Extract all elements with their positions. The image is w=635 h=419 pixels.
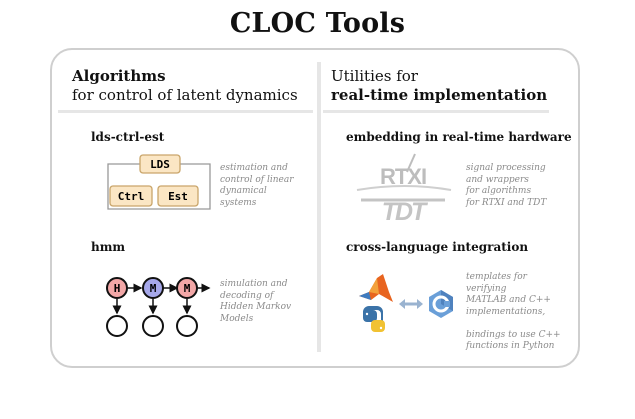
feedback-loop-line xyxy=(107,163,211,210)
section-title-cross-language: cross-language integration xyxy=(346,240,529,254)
right-column-heading: Utilities for real-time implementation xyxy=(331,67,547,105)
hmm-node-m2 xyxy=(176,277,198,299)
desc-line: control of linear xyxy=(220,174,294,185)
cross-language-description: templates for verifying MATLAB and C++ i… xyxy=(466,272,561,353)
desc-line: Models xyxy=(220,313,254,324)
desc-line: for RTXI and TDT xyxy=(466,197,547,208)
hmm-node-h-label: H xyxy=(114,282,121,295)
hmm-node-m1-label: M xyxy=(150,282,157,295)
rtxi-logo-swoosh xyxy=(406,153,416,173)
page-title: CLOC Tools xyxy=(229,8,406,39)
ctrl-box xyxy=(109,185,153,207)
ctrl-box-label: Ctrl xyxy=(118,190,145,203)
desc-line: decoding of xyxy=(220,290,274,301)
desc-line: signal processing xyxy=(466,163,546,173)
desc-line: simulation and xyxy=(220,279,288,289)
desc-line: MATLAB and C++ xyxy=(466,295,551,305)
section-title-embedding: embedding in real-time hardware xyxy=(346,130,572,144)
lds-ctrl-est-description: estimation and control of linear dynamic… xyxy=(220,163,294,209)
desc-line: for algorithms xyxy=(466,186,532,196)
matlab-icon xyxy=(359,274,393,302)
desc-line: systems xyxy=(220,197,257,208)
desc-line: implementations, xyxy=(466,306,546,317)
right-heading-sub: Utilities for xyxy=(331,67,418,85)
desc-line: Hidden Markov xyxy=(220,302,292,312)
left-header-divider xyxy=(58,110,313,113)
desc-line: dynamical xyxy=(220,186,267,196)
lds-box xyxy=(139,154,181,174)
desc-line: templates for xyxy=(466,272,527,282)
section-title-hmm: hmm xyxy=(91,240,126,254)
hmm-diagram: H M M xyxy=(106,277,211,337)
est-box xyxy=(157,185,199,207)
bidirectional-arrow-icon xyxy=(399,299,423,309)
rtxi-logo: RTXI xyxy=(380,164,426,189)
hmm-node-h xyxy=(106,277,128,299)
hmm-node-m2-label: M xyxy=(184,282,191,295)
lds-ctrl-est-diagram: LDS Ctrl Est xyxy=(107,154,211,210)
desc-line: bindings to use C++ xyxy=(466,329,561,340)
desc-line: functions in Python xyxy=(466,341,555,351)
hmm-node-m1 xyxy=(142,277,164,299)
desc-line xyxy=(466,318,561,330)
section-title-lds-ctrl-est: lds-ctrl-est xyxy=(91,130,165,144)
tdt-logo: TDT xyxy=(382,198,429,226)
left-heading-sub: for control of latent dynamics xyxy=(72,86,298,104)
column-divider xyxy=(317,62,321,352)
desc-line: verifying xyxy=(466,283,507,294)
right-heading-bold: real-time implementation xyxy=(331,86,548,104)
hmm-observation-node xyxy=(176,315,198,337)
hmm-description: simulation and decoding of Hidden Markov… xyxy=(220,279,291,325)
hmm-observation-node xyxy=(106,315,128,337)
embedding-description: signal processing and wrappers for algor… xyxy=(466,163,546,209)
est-box-label: Est xyxy=(168,190,188,203)
main-panel xyxy=(50,48,580,368)
hmm-observation-node xyxy=(142,315,164,337)
lds-box-label: LDS xyxy=(150,158,170,171)
left-heading-bold: Algorithms xyxy=(72,67,166,85)
rtxi-logo-underline xyxy=(356,185,452,191)
rtxi-tdt-logos: RTXI TDT xyxy=(356,153,452,226)
cpp-icon xyxy=(429,290,453,318)
language-logos xyxy=(359,274,453,332)
desc-line: estimation and xyxy=(220,163,288,173)
python-icon xyxy=(363,306,385,332)
desc-line: and wrappers xyxy=(466,174,529,185)
left-column-heading: Algorithms for control of latent dynamic… xyxy=(72,67,298,105)
right-header-divider xyxy=(323,110,549,113)
